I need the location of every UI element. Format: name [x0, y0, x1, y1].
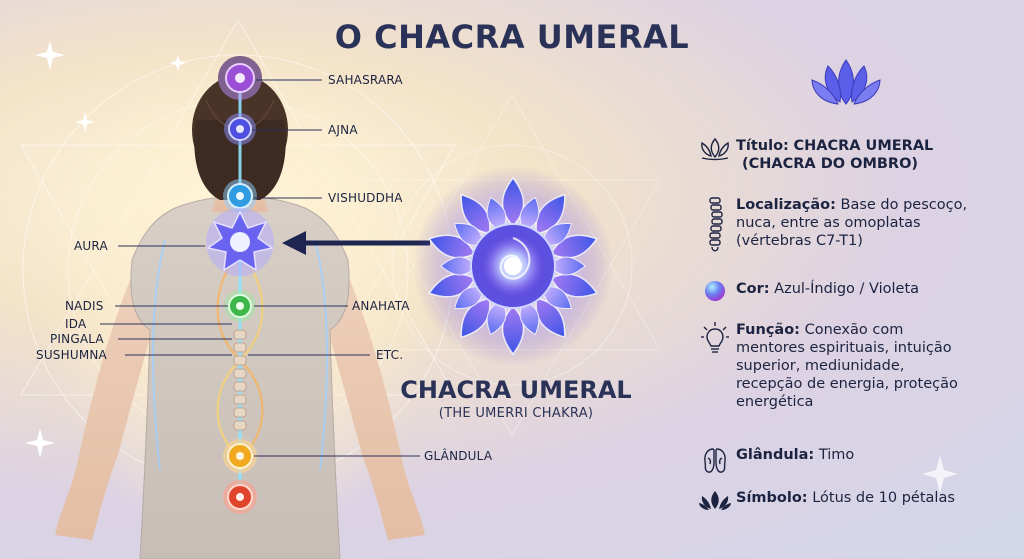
info-funcao-value-5: energética	[736, 394, 814, 410]
info-simbolo-value: Lótus de 10 pétalas	[812, 490, 955, 506]
info-localizacao: Localização: Base do pescoço, nuca, entr…	[694, 196, 1014, 256]
chakra-umeral-large	[413, 166, 613, 366]
info-funcao-label: Função:	[736, 322, 800, 338]
lightbulb-icon	[694, 321, 736, 355]
label-pingala: PINGALA	[50, 332, 104, 346]
info-glandula-label: Glândula:	[736, 447, 815, 463]
thymus-icon	[694, 446, 736, 474]
center-chakra-subtitle: (THE UMERRI CHAKRA)	[438, 406, 594, 421]
info-cor: Cor: Azul-Índigo / Violeta	[694, 280, 1014, 302]
label-etc: ETC.	[376, 348, 404, 362]
info-funcao: Função: Conexão com mentores espirituais…	[694, 321, 1014, 411]
chakra-manipura	[223, 439, 257, 473]
lotus-outline-icon	[694, 137, 736, 161]
chakra-vishuddha	[223, 179, 257, 213]
info-localizacao-label: Localização:	[736, 197, 836, 213]
info-titulo-value-2: (CHACRA DO OMBRO)	[742, 156, 919, 172]
lotus-logo-icon	[811, 59, 881, 105]
info-funcao-value-4: recepção de energia, proteção	[736, 376, 958, 392]
label-anahata: ANAHATA	[352, 299, 410, 313]
page-title: O CHACRA UMERAL	[334, 18, 690, 56]
left-arm	[55, 240, 160, 540]
center-chakra-name: CHACRA UMERAL	[400, 376, 632, 404]
label-ajna: AJNA	[328, 123, 358, 137]
info-funcao-value-3: superior, mediunidade,	[736, 358, 905, 374]
label-glandula: GLÂNDULA	[424, 449, 493, 463]
info-cor-label: Cor:	[736, 281, 770, 297]
info-titulo-value-1: CHACRA UMERAL	[793, 138, 934, 154]
info-funcao-value-2: mentores espirituais, intuição	[736, 340, 952, 356]
chakra-ajna	[224, 113, 256, 145]
info-titulo-label: Título:	[736, 138, 789, 154]
info-localizacao-value-1: Base do pescoço,	[840, 197, 968, 213]
chakra-umeral-small	[206, 208, 274, 276]
info-titulo: Título: CHACRA UMERAL (CHACRA DO OMBRO)	[694, 137, 1014, 173]
info-funcao-value-1: Conexão com	[804, 322, 904, 338]
label-aura: AURA	[74, 239, 108, 253]
chakra-muladhara	[223, 480, 257, 514]
chakra-anahata	[224, 290, 256, 322]
lotus-filled-icon	[694, 489, 736, 513]
chakra-sahasrara	[218, 56, 262, 100]
info-simbolo: Símbolo: Lótus de 10 pétalas	[694, 489, 1014, 513]
info-localizacao-value-2: nuca, entre as omoplatas	[736, 215, 921, 231]
label-sahasrara: SAHASRARA	[328, 73, 403, 87]
pointer-arrow	[282, 231, 430, 255]
spine-icon	[694, 196, 736, 256]
right-arm	[320, 240, 425, 540]
info-cor-value: Azul-Índigo / Violeta	[774, 281, 920, 297]
info-glandula: Glândula: Timo	[694, 446, 1014, 474]
info-simbolo-label: Símbolo:	[736, 490, 808, 506]
label-nadis: NADIS	[65, 299, 104, 313]
vertebrae	[233, 329, 247, 431]
label-sushumna: SUSHUMNA	[36, 348, 107, 362]
leader-lines	[100, 79, 420, 457]
info-glandula-value: Timo	[818, 447, 855, 463]
label-vishuddha: VISHUDDHA	[328, 191, 403, 205]
info-localizacao-value-3: (vértebras C7-T1)	[736, 233, 863, 249]
color-orb-icon	[694, 280, 736, 302]
label-ida: IDA	[65, 317, 87, 331]
